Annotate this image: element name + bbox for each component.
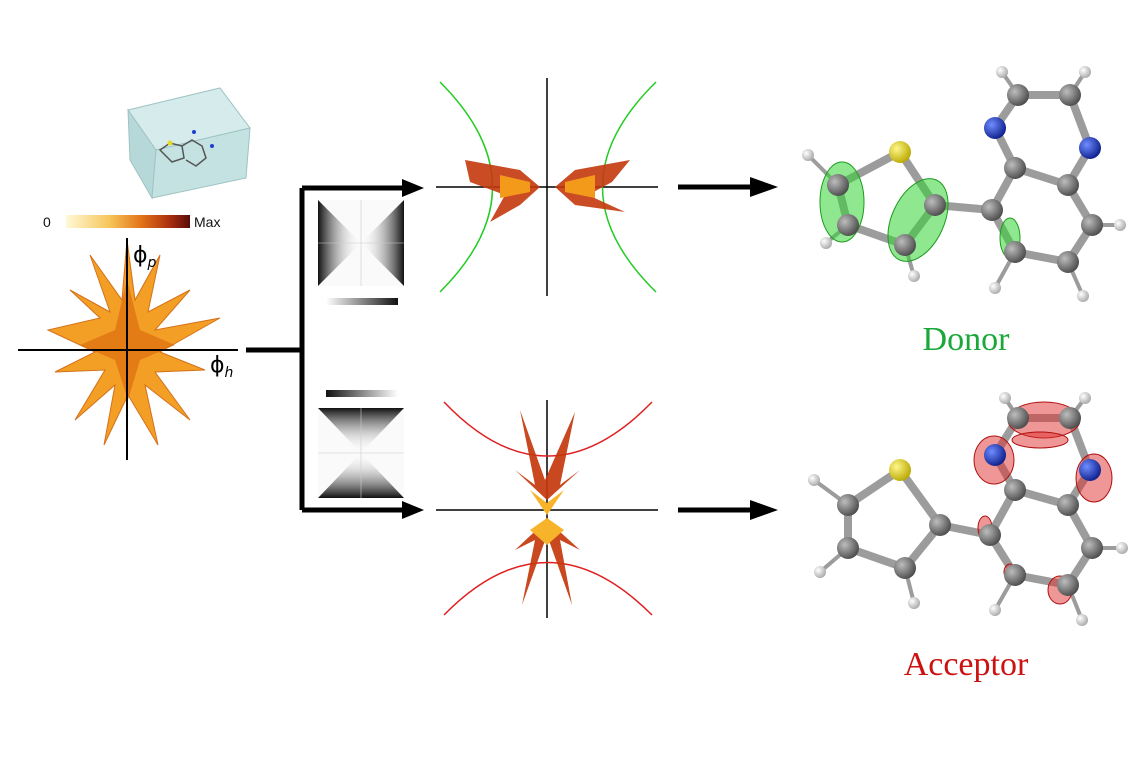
acceptor-label: Acceptor xyxy=(904,646,1029,683)
acceptor-boundary-curve xyxy=(443,561,653,616)
input-distribution-plot xyxy=(18,238,238,460)
donor-label: Donor xyxy=(923,321,1011,358)
branch-connector xyxy=(246,185,405,513)
donor-filter-mask xyxy=(318,200,404,305)
acceptor-filtered-plot xyxy=(436,400,658,618)
colorbar xyxy=(66,215,190,228)
donor-filtered-plot xyxy=(436,78,658,296)
y-axis-label: ϕp xyxy=(133,243,157,271)
arrow-to-acceptor xyxy=(678,500,778,520)
colorbar-min-label: 0 xyxy=(43,214,51,230)
arrow-to-donor xyxy=(678,177,778,197)
crystal-cell-icon xyxy=(127,87,251,200)
acceptor-molecule xyxy=(808,392,1128,626)
acceptor-orbital-lobes xyxy=(973,401,1113,605)
x-axis-label: ϕh xyxy=(210,353,233,381)
colorbar-max-label: Max xyxy=(194,214,220,230)
acceptor-boundary-curve xyxy=(443,401,653,457)
arrow-bottom-head xyxy=(402,501,424,519)
donor-molecule xyxy=(802,66,1126,302)
acceptor-filter-mask xyxy=(318,390,404,498)
arrow-top-head xyxy=(402,179,424,197)
